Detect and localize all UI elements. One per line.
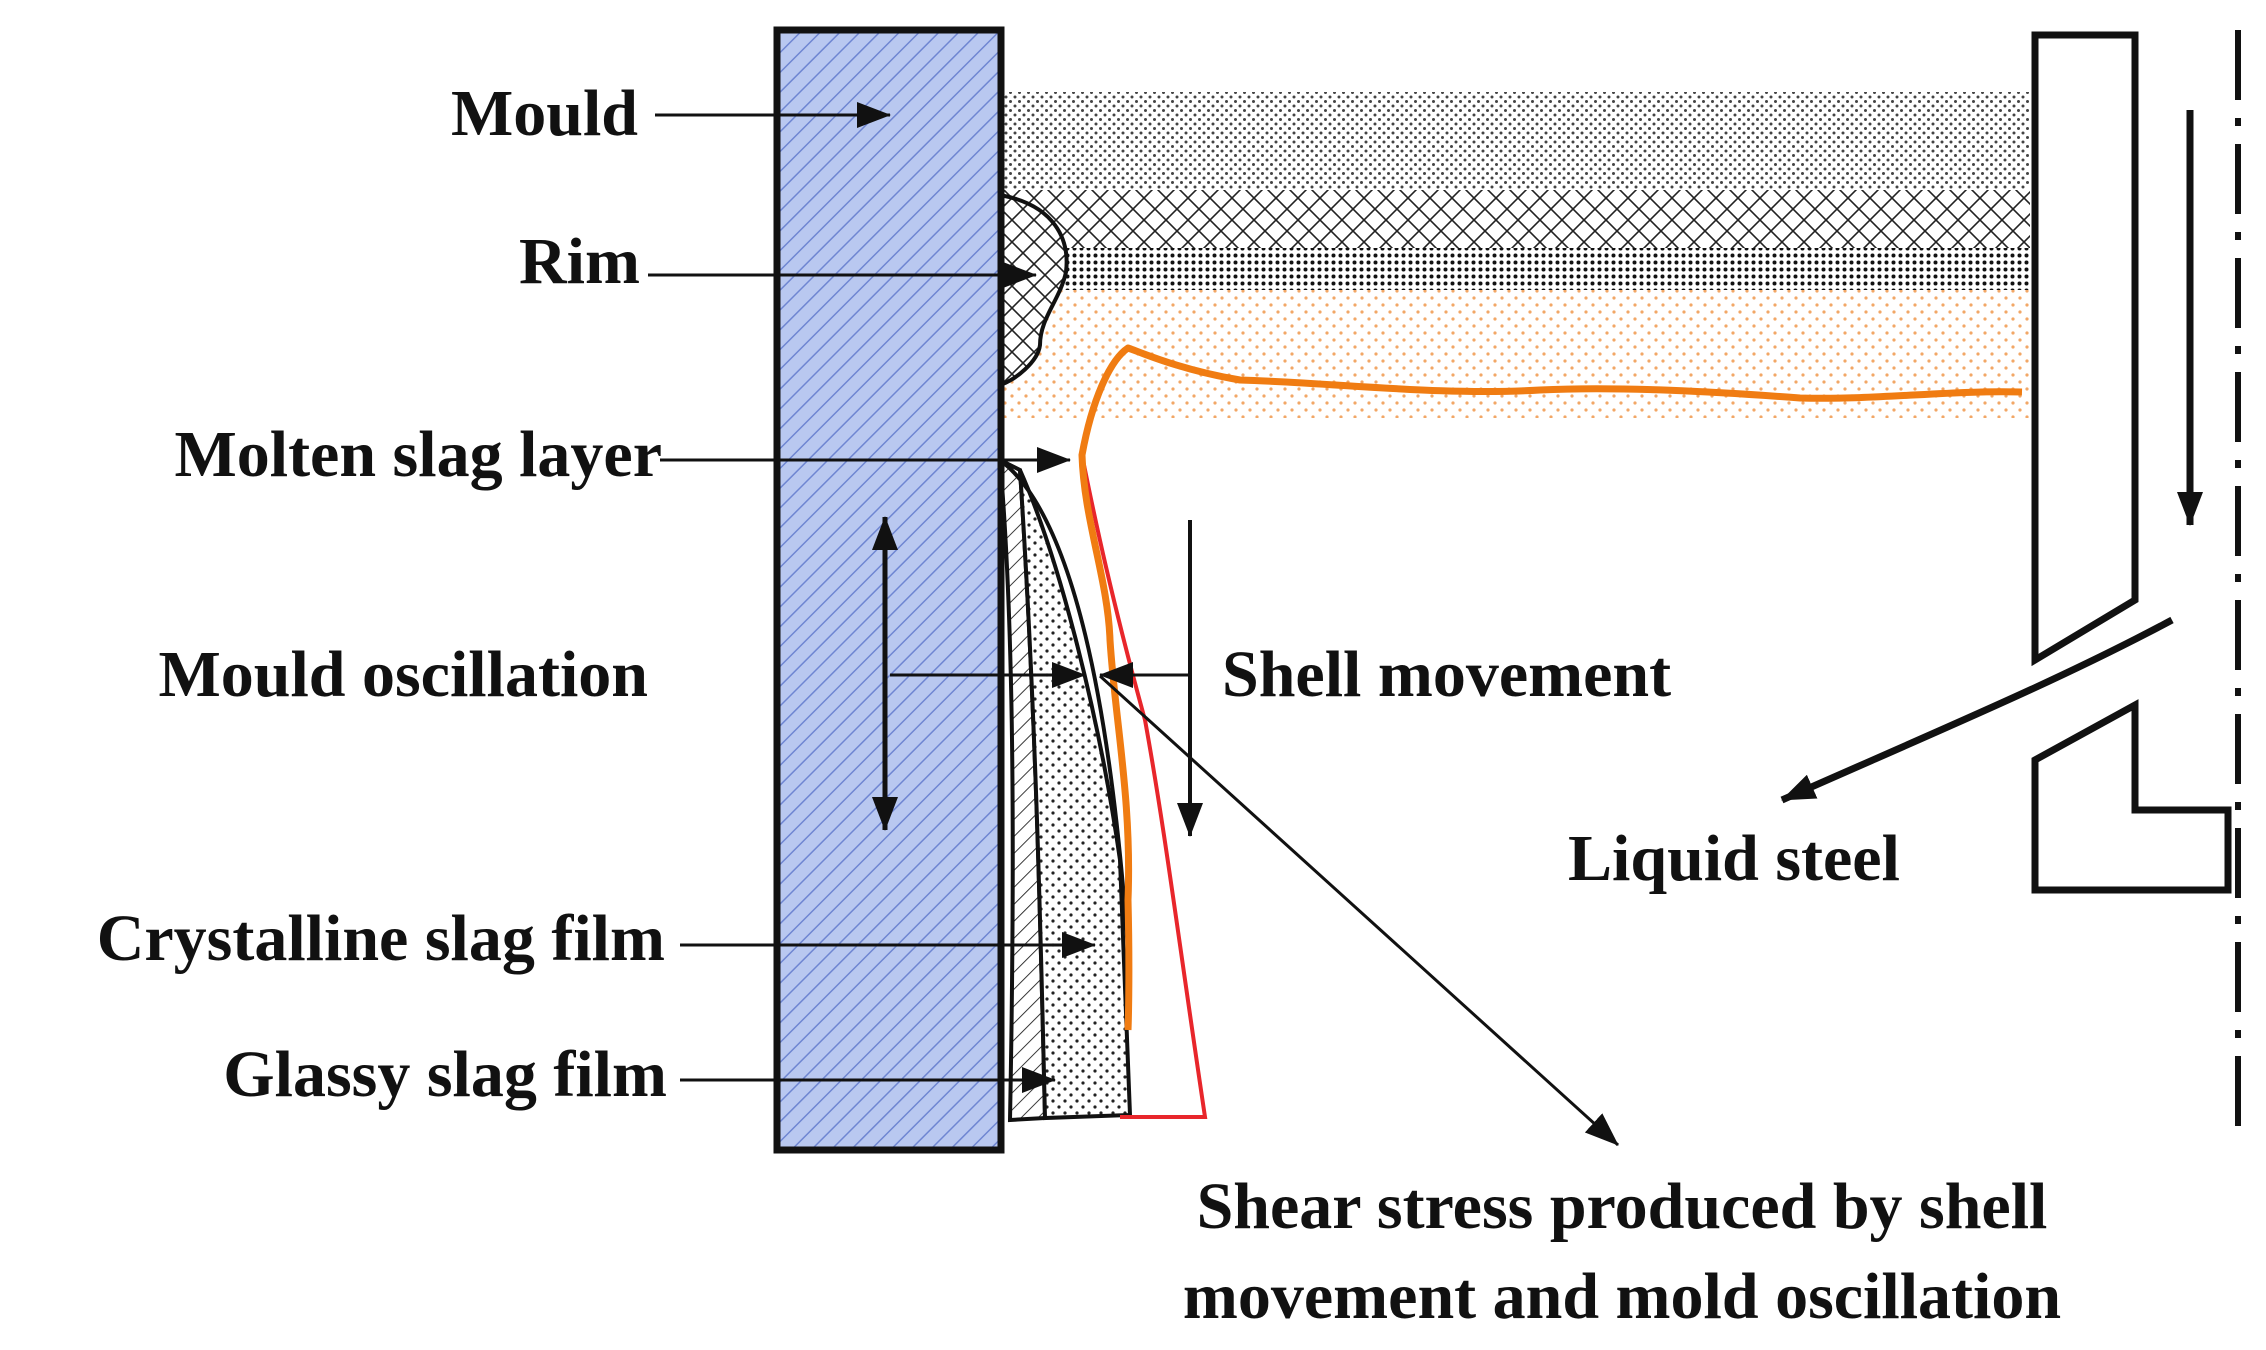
label-rim: Rim bbox=[519, 225, 640, 298]
label-liquid-steel: Liquid steel bbox=[1568, 822, 1900, 895]
motion-arrows bbox=[872, 516, 1620, 1147]
label-molten-slag-layer: Molten slag layer bbox=[174, 418, 662, 491]
label-glassy-slag-film: Glassy slag film bbox=[223, 1038, 667, 1111]
label-shear-stress-line2: movement and mold oscillation bbox=[1183, 1260, 2061, 1333]
leader-lines bbox=[648, 102, 1096, 1093]
solidified-shell bbox=[1080, 454, 1208, 1119]
label-mould: Mould bbox=[451, 77, 638, 150]
meniscus-line bbox=[1078, 344, 2023, 1031]
label-crystalline-slag-film: Crystalline slag film bbox=[97, 902, 665, 975]
dense-layer bbox=[1000, 248, 2030, 294]
label-shear-stress-line1: Shear stress produced by shell bbox=[1197, 1170, 2048, 1243]
nozzle-upper-wall bbox=[2031, 31, 2139, 667]
submerged-entry-nozzle bbox=[1780, 30, 2241, 1140]
powder-layer bbox=[1000, 92, 2030, 202]
film-inner-boundary bbox=[998, 458, 1132, 981]
mould-wall bbox=[773, 26, 1005, 1154]
crystalline-slag-film bbox=[1018, 469, 1133, 1121]
flux-layers bbox=[1000, 92, 2030, 418]
nozzle-lower-wall bbox=[2031, 699, 2232, 894]
rim-shape bbox=[998, 192, 1069, 388]
liquid-steel-jet-arrow bbox=[1780, 616, 2174, 804]
labels: Mould Rim Molten slag layer Mould oscill… bbox=[97, 77, 2061, 1333]
label-mould-oscillation: Mould oscillation bbox=[158, 638, 648, 711]
label-shell-movement: Shell movement bbox=[1222, 638, 1671, 711]
shear-stress-leader bbox=[1098, 674, 1620, 1147]
